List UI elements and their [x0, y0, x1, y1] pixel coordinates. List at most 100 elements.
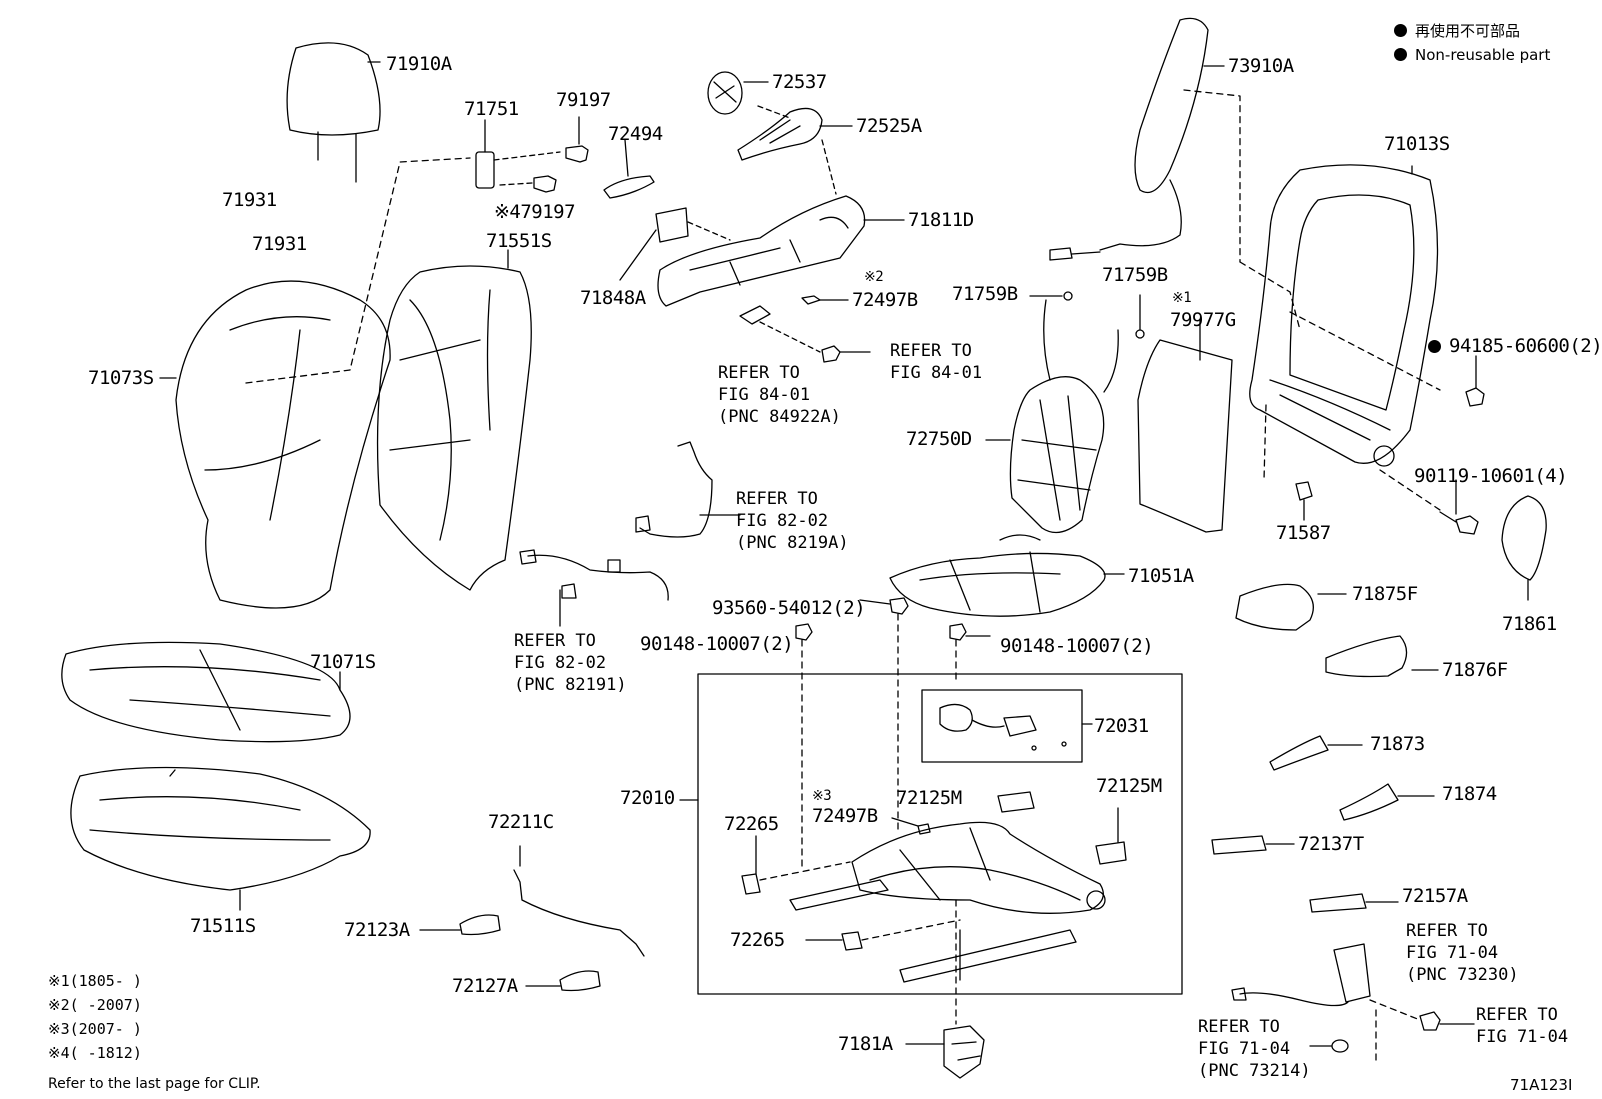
refer-to-fig-84-01[interactable]: REFER TO FIG 84-01 — [890, 341, 983, 383]
part-label: 71874 — [1442, 783, 1497, 805]
part-label: 79977G — [1170, 309, 1236, 331]
wire-rod-icon — [513, 869, 645, 957]
cover-cap-icon — [1501, 495, 1547, 601]
bracket-7181A-icon — [905, 1025, 985, 1079]
part-label: 72497B — [852, 289, 918, 311]
part-label: 79197 — [556, 89, 611, 111]
part-label: 71071S — [310, 651, 376, 673]
part-label: 71848A — [580, 287, 646, 309]
part-label: 71861 — [1502, 613, 1557, 635]
cover-72157A-icon — [1309, 893, 1367, 913]
non-reusable-dot-icon — [1394, 24, 1407, 37]
date-note-4: ※4( -1812) — [48, 1044, 142, 1062]
part-label: 71811D — [908, 209, 974, 231]
part-label: 90148-10007(2) — [640, 633, 794, 655]
clip-71848A-icon — [619, 207, 731, 281]
part-label: 71759B — [952, 283, 1018, 305]
recliner-lever-icon — [737, 105, 853, 161]
refer-to-fig-71-04-73230[interactable]: REFER TO FIG 71-04 (PNC 73230) — [1406, 921, 1519, 985]
part-label: 72125M — [896, 787, 962, 809]
part-note-mark: ※3 — [812, 788, 832, 804]
part-label: 71013S — [1384, 133, 1450, 155]
part-label: 71511S — [190, 915, 256, 937]
seatback-cover-icon — [159, 157, 471, 609]
part-label: 93560-54012(2) — [712, 597, 866, 619]
wire-harness-icon — [635, 441, 741, 538]
part-label: 71931 — [252, 233, 307, 255]
part-label: 72750D — [906, 428, 972, 450]
part-label: 72031 — [1094, 715, 1149, 737]
part-label: 72137T — [1298, 833, 1364, 855]
refer-to-fig-84-01-84922A[interactable]: REFER TO FIG 84-01 (PNC 84922A) — [718, 363, 841, 427]
part-label: 7181A — [838, 1033, 893, 1055]
part-label: 73910A — [1228, 55, 1294, 77]
non-reusable-dot-icon — [1394, 48, 1407, 61]
part-label: 71051A — [1128, 565, 1194, 587]
side-shield-icon — [657, 139, 905, 307]
bolt-icon — [499, 116, 589, 193]
part-note-mark: ※2 — [864, 269, 884, 285]
part-label: 90148-10007(2) — [1000, 635, 1154, 657]
refer-to-fig-71-04[interactable]: REFER TO FIG 71-04 — [1476, 1005, 1569, 1047]
part-label: 71551S — [486, 230, 552, 252]
part-label: 72010 — [620, 787, 675, 809]
cover-71876F-icon — [1325, 635, 1408, 678]
part-label: 71875F — [1352, 583, 1418, 605]
part-label-non-reusable: 94185-60600(2) — [1428, 336, 1602, 356]
figure-code: 71A123I — [1510, 1076, 1573, 1094]
part-label: 72537 — [772, 71, 827, 93]
back-board-icon — [1137, 339, 1233, 533]
part-label: 71876F — [1442, 659, 1508, 681]
seatback-frame-icon — [1239, 164, 1441, 511]
motor-unit-icon — [939, 703, 1067, 751]
part-label: 72494 — [608, 123, 663, 145]
knob-icon — [707, 71, 769, 115]
part-label: 72125M — [1096, 775, 1162, 797]
part-label: 72497B — [812, 805, 878, 827]
part-label: 71759B — [1102, 264, 1168, 286]
assembly-box-72010 — [697, 673, 1183, 995]
cover-72494-icon — [603, 175, 655, 199]
part-label: 72157A — [1402, 885, 1468, 907]
seatback-pad-icon — [376, 249, 532, 591]
date-note-1: ※1(1805- ) — [48, 972, 142, 990]
cover-71873-icon — [1269, 735, 1329, 771]
cover-71875F-icon — [1235, 583, 1314, 631]
part-label: 71873 — [1370, 733, 1425, 755]
part-label: 90119-10601(4) — [1414, 465, 1568, 487]
part-note-mark: ※1 — [1172, 290, 1192, 306]
headrest-support-icon — [475, 119, 561, 189]
cover-72137T-icon — [1211, 835, 1267, 855]
date-note-2: ※2( -2007) — [48, 996, 142, 1014]
cushion-pad-icon — [70, 766, 371, 911]
refer-to-fig-82-02-8219A[interactable]: REFER TO FIG 82-02 (PNC 8219A) — [736, 489, 849, 553]
part-label: 71587 — [1276, 522, 1331, 544]
footer-note: Refer to the last page for CLIP. — [48, 1076, 261, 1092]
part-label: 72127A — [452, 975, 518, 997]
date-note-3: ※3(2007- ) — [48, 1020, 142, 1038]
part-label: 72211C — [488, 811, 554, 833]
headrest-icon — [286, 42, 381, 183]
cover-71874-icon — [1339, 783, 1399, 821]
cushion-cover-icon — [61, 641, 351, 743]
legend-en: Non-reusable part — [1394, 46, 1550, 64]
wire-harness-icon — [519, 549, 669, 627]
seat-pan-frame-icon — [889, 534, 1125, 617]
non-reusable-dot-icon — [1428, 340, 1441, 353]
part-label: 71751 — [464, 98, 519, 120]
seat-belt-buckle-icon — [1231, 943, 1475, 1061]
seat-track-icon — [789, 821, 1106, 983]
refer-to-fig-82-02-82191[interactable]: REFER TO FIG 82-02 (PNC 82191) — [514, 631, 627, 695]
part-label: 72265 — [730, 929, 785, 951]
part-label: 72123A — [344, 919, 410, 941]
part-label: 71910A — [386, 53, 452, 75]
side-airbag-icon — [1049, 17, 1241, 263]
part-label: 71931 — [222, 189, 277, 211]
part-label: ※479197 — [494, 201, 576, 223]
part-label: 72265 — [724, 813, 779, 835]
lumbar-support-icon — [985, 299, 1119, 534]
part-label: 72525A — [856, 115, 922, 137]
refer-to-fig-71-04-73214[interactable]: REFER TO FIG 71-04 (PNC 73214) — [1198, 1017, 1311, 1081]
part-label: 71073S — [88, 367, 154, 389]
